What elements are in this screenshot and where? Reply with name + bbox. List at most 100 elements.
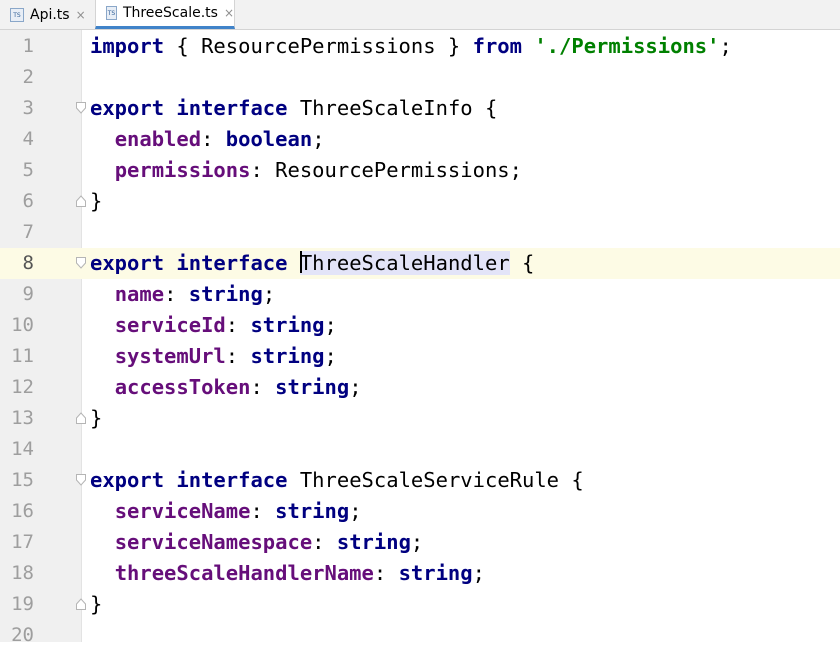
code-text[interactable]: export interface ThreeScaleHandler { (90, 248, 534, 279)
code-token: accessToken (114, 375, 251, 399)
code-token: interface (176, 251, 288, 275)
line-number: 5 (22, 159, 34, 181)
code-text[interactable]: name: string; (90, 279, 275, 310)
fold-end-icon[interactable] (76, 412, 86, 424)
code-text[interactable]: import { ResourcePermissions } from './P… (90, 31, 732, 62)
code-line[interactable]: 9 name: string; (0, 279, 840, 310)
code-line[interactable]: 19} (0, 589, 840, 620)
fold-collapse-icon[interactable] (76, 474, 86, 486)
code-text[interactable]: } (90, 403, 102, 434)
code-line[interactable]: 10 serviceId: string; (0, 310, 840, 341)
code-line[interactable]: 17 serviceNamespace: string; (0, 527, 840, 558)
code-line[interactable]: 2 (0, 62, 840, 93)
code-token: boolean (225, 127, 313, 151)
line-number: 20 (11, 624, 34, 646)
line-number: 9 (22, 283, 34, 305)
code-token: export (90, 96, 165, 120)
fold-end-icon[interactable] (76, 598, 86, 610)
code-text[interactable]: export interface ThreeScaleInfo { (90, 93, 497, 124)
code-token: string (250, 313, 325, 337)
code-token: } (90, 592, 103, 616)
code-token: import (90, 34, 165, 58)
code-text[interactable]: } (90, 186, 102, 217)
code-token (288, 251, 300, 275)
code-token: from (472, 34, 522, 58)
text-caret (299, 251, 302, 273)
code-token (90, 158, 115, 182)
fold-collapse-icon[interactable] (76, 257, 86, 269)
code-line[interactable]: 7 (0, 217, 840, 248)
code-token: name (114, 282, 165, 306)
code-token: : (225, 344, 251, 368)
code-token: string (275, 375, 350, 399)
code-token (90, 530, 115, 554)
code-line[interactable]: 4 enabled: boolean; (0, 124, 840, 155)
code-line[interactable]: 16 serviceName: string; (0, 496, 840, 527)
code-text[interactable]: serviceId: string; (90, 310, 337, 341)
fold-collapse-icon[interactable] (76, 102, 86, 114)
code-token: ; (719, 34, 732, 58)
line-number-gutter (0, 30, 82, 642)
close-icon[interactable]: × (75, 7, 86, 22)
code-token (90, 561, 115, 585)
code-token: export (90, 468, 165, 492)
line-number: 6 (22, 190, 34, 212)
code-line[interactable]: 20 (0, 620, 840, 651)
line-number: 18 (11, 562, 34, 584)
code-line[interactable]: 5 permissions: ResourcePermissions; (0, 155, 840, 186)
code-text[interactable]: permissions: ResourcePermissions; (90, 155, 522, 186)
code-line[interactable]: 6} (0, 186, 840, 217)
code-token: string (336, 530, 411, 554)
code-token: systemUrl (114, 344, 226, 368)
code-token: export (90, 251, 165, 275)
code-text[interactable]: serviceNamespace: string; (90, 527, 424, 558)
code-token (164, 251, 176, 275)
code-text[interactable]: enabled: boolean; (90, 124, 325, 155)
code-token: ; (312, 127, 325, 151)
code-line[interactable]: 14 (0, 434, 840, 465)
line-number: 14 (11, 438, 34, 460)
code-token: interface (176, 468, 288, 492)
code-token: ; (349, 375, 362, 399)
code-line[interactable]: 13} (0, 403, 840, 434)
close-icon[interactable]: × (223, 6, 234, 20)
code-token (522, 34, 534, 58)
code-token: : (312, 530, 337, 554)
code-token: } (90, 189, 103, 213)
code-token: string (398, 561, 473, 585)
code-text[interactable]: threeScaleHandlerName: string; (90, 558, 485, 589)
code-line[interactable]: 18 threeScaleHandlerName: string; (0, 558, 840, 589)
tab-api-ts[interactable]: TS Api.ts × (0, 0, 92, 29)
line-number: 3 (22, 97, 34, 119)
line-number: 10 (11, 314, 34, 336)
code-token: ThreeScaleServiceRule { (287, 468, 584, 492)
code-text[interactable]: systemUrl: string; (90, 341, 337, 372)
line-number: 12 (11, 376, 34, 398)
code-token: ; (472, 561, 485, 585)
line-number: 13 (11, 407, 34, 429)
code-line[interactable]: 3 export interface ThreeScaleInfo { (0, 93, 840, 124)
code-token: enabled (114, 127, 202, 151)
code-token: string (275, 499, 350, 523)
code-token: ThreeScaleHandler (299, 251, 510, 275)
code-token: string (250, 344, 325, 368)
code-token: : ResourcePermissions; (250, 158, 522, 182)
code-token: ; (410, 530, 424, 554)
code-token: serviceId (114, 313, 226, 337)
code-token (90, 282, 115, 306)
code-text[interactable]: export interface ThreeScaleServiceRule { (90, 465, 584, 496)
tab-label: Api.ts (30, 6, 70, 23)
tab-threescale-ts[interactable]: TS ThreeScale.ts × (95, 0, 235, 29)
code-text[interactable]: accessToken: string; (90, 372, 362, 403)
code-line[interactable]: 11 systemUrl: string; (0, 341, 840, 372)
code-token: threeScaleHandlerName (114, 561, 374, 585)
code-text[interactable]: serviceName: string; (90, 496, 362, 527)
code-line[interactable]: 12 accessToken: string; (0, 372, 840, 403)
code-token: serviceName (114, 499, 251, 523)
fold-end-icon[interactable] (76, 195, 86, 207)
code-text[interactable]: } (90, 589, 102, 620)
code-token: ; (349, 499, 362, 523)
